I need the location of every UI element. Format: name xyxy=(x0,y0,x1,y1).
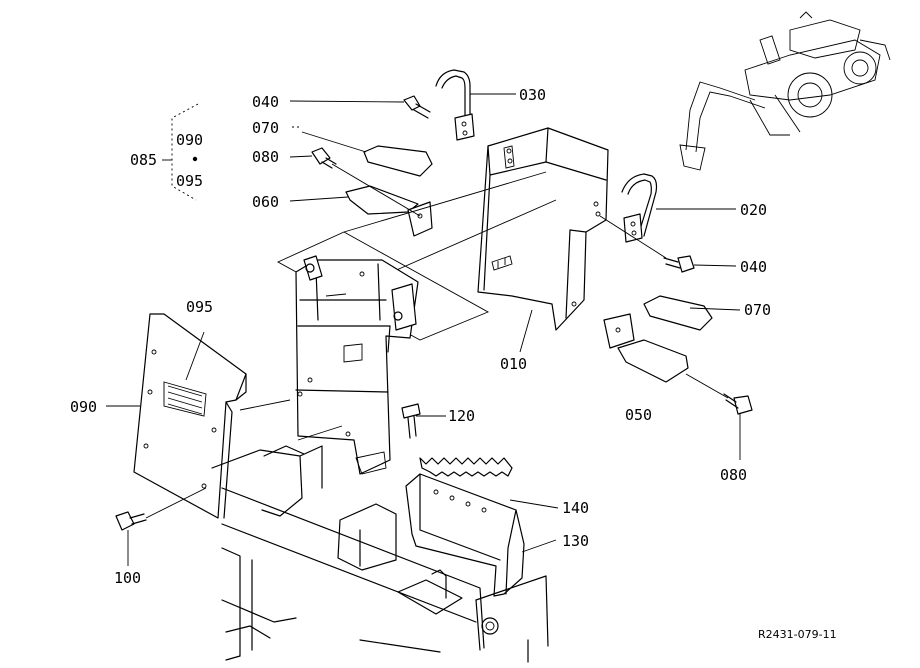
diagram-code: R2431-079-11 xyxy=(758,628,837,641)
callout-120: 120 xyxy=(448,407,475,425)
bracket-010 xyxy=(477,127,609,331)
kit-bracket-085 xyxy=(162,103,199,201)
callout-095-plate: 095 xyxy=(186,298,213,316)
bolt-040-top xyxy=(403,95,431,119)
callout-070-right: 070 xyxy=(744,301,771,319)
bolt-120 xyxy=(401,403,421,439)
callout-020: 020 xyxy=(740,201,767,219)
pedal-050 xyxy=(603,313,689,383)
callout-070-top: 070 xyxy=(252,119,279,137)
grille-140 xyxy=(419,457,513,477)
pedal-frame xyxy=(295,255,419,475)
hook-020 xyxy=(621,173,658,243)
bolt-040-right xyxy=(663,255,695,273)
callout-130: 130 xyxy=(562,532,589,550)
machine-thumbnail xyxy=(679,11,891,171)
callout-080-top: 080 xyxy=(252,148,279,166)
bolt-080-top xyxy=(311,147,337,169)
callout-040-right: 040 xyxy=(740,258,767,276)
callout-040-top: 040 xyxy=(252,93,279,111)
callout-labels: 040 030 070 080 060 090 095 085 020 040 … xyxy=(70,86,837,641)
cover-plate-090 xyxy=(133,313,247,519)
base-frame xyxy=(211,445,549,663)
pad-070-top xyxy=(363,145,433,177)
bolt-100 xyxy=(115,511,147,531)
callout-010: 010 xyxy=(500,355,527,373)
leader-lines xyxy=(106,93,741,566)
callout-060: 060 xyxy=(252,193,279,211)
step-cover-130 xyxy=(405,473,525,597)
hook-030 xyxy=(435,69,475,141)
callout-140: 140 xyxy=(562,499,589,517)
callout-030: 030 xyxy=(519,86,546,104)
callout-090-plate: 090 xyxy=(70,398,97,416)
bolt-080-right xyxy=(723,393,753,415)
pedal-060 xyxy=(345,185,433,237)
callout-050: 050 xyxy=(625,406,652,424)
callout-090-kit: 090 xyxy=(176,131,203,149)
callout-080-right: 080 xyxy=(720,466,747,484)
callout-095-kit: 095 xyxy=(176,172,203,190)
callout-100: 100 xyxy=(114,569,141,587)
pad-070-right xyxy=(643,295,713,331)
callout-085: 085 xyxy=(130,151,157,169)
